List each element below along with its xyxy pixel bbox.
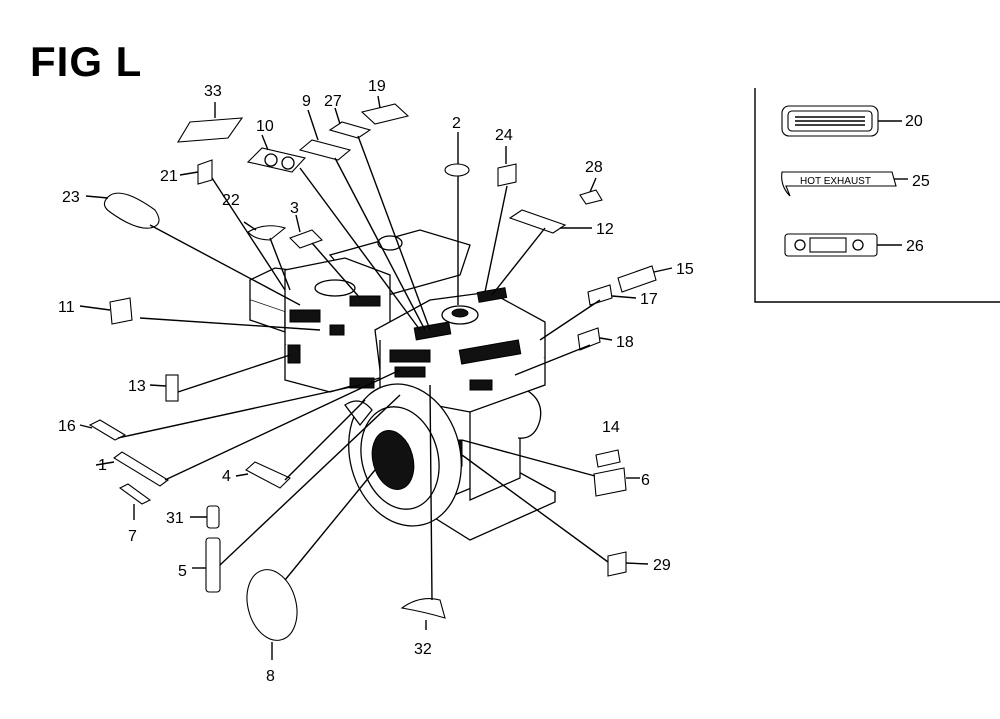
part-number-29: 29 bbox=[653, 557, 671, 574]
part-number-23: 23 bbox=[62, 189, 80, 206]
decal-19 bbox=[360, 103, 410, 125]
decal-31 bbox=[206, 505, 220, 529]
decal-32 bbox=[400, 598, 446, 619]
label-slot-front-3 bbox=[469, 379, 493, 391]
decal-27 bbox=[328, 121, 372, 139]
part-number-17: 17 bbox=[640, 291, 658, 308]
label-slot-left-side bbox=[287, 344, 301, 364]
part-number-27: 27 bbox=[324, 93, 342, 110]
decal-9 bbox=[298, 139, 352, 161]
part-number-24: 24 bbox=[495, 127, 513, 144]
decal-14 bbox=[595, 449, 621, 468]
inset-border bbox=[754, 88, 1000, 303]
decal-4 bbox=[245, 461, 291, 489]
decal-2 bbox=[444, 163, 470, 177]
part-number-5: 5 bbox=[178, 563, 187, 580]
decal-25 bbox=[781, 171, 897, 197]
oil-filler-cap bbox=[314, 279, 356, 297]
part-number-2: 2 bbox=[452, 115, 461, 132]
part-number-22: 22 bbox=[222, 192, 240, 209]
engine-top-cap-center bbox=[451, 308, 469, 318]
decal-5 bbox=[205, 537, 221, 593]
label-slot-left-front bbox=[289, 309, 321, 323]
decal-12 bbox=[508, 209, 567, 234]
part-number-21: 21 bbox=[160, 168, 178, 185]
part-number-12: 12 bbox=[596, 221, 614, 238]
label-slot-left-small bbox=[329, 324, 345, 336]
decal-6 bbox=[593, 467, 627, 497]
decal-8 bbox=[246, 569, 298, 641]
part-number-25: 25 bbox=[912, 173, 930, 190]
label-slot-front-4 bbox=[394, 366, 426, 378]
part-number-18: 18 bbox=[616, 334, 634, 351]
decal-26-icon-right bbox=[852, 239, 864, 251]
recoil-starter-center bbox=[371, 430, 415, 490]
decal-28 bbox=[579, 189, 603, 205]
decal-3 bbox=[289, 229, 323, 249]
decal-10-icon-a bbox=[264, 153, 278, 167]
part-number-1: 1 bbox=[98, 457, 107, 474]
part-number-28: 28 bbox=[585, 159, 603, 176]
decal-33 bbox=[176, 117, 244, 143]
decal-22 bbox=[247, 225, 287, 241]
part-number-13: 13 bbox=[128, 378, 146, 395]
engine-shaft-boss bbox=[514, 384, 542, 439]
decal-29 bbox=[607, 551, 627, 577]
decal-10-icon-b bbox=[281, 156, 295, 170]
label-slot-front-2 bbox=[458, 339, 522, 365]
decal-18 bbox=[577, 327, 601, 351]
part-number-15: 15 bbox=[676, 261, 694, 278]
part-number-11: 11 bbox=[58, 299, 75, 316]
decal-25-text: HOT EXHAUST bbox=[800, 176, 871, 187]
decal-21 bbox=[197, 159, 213, 185]
decal-23 bbox=[103, 192, 160, 229]
part-number-14: 14 bbox=[602, 419, 620, 436]
part-number-10: 10 bbox=[256, 118, 274, 135]
part-number-4: 4 bbox=[222, 468, 231, 485]
decal-15 bbox=[617, 265, 657, 293]
part-numbers: 1 2 3 4 5 6 7 8 9 10 11 12 13 14 15 16 1… bbox=[58, 78, 930, 685]
part-number-31: 31 bbox=[166, 510, 184, 527]
decal-16 bbox=[88, 419, 127, 441]
part-number-16: 16 bbox=[58, 418, 76, 435]
part-number-20: 20 bbox=[905, 113, 923, 130]
part-number-33: 33 bbox=[204, 83, 222, 100]
decal-1 bbox=[113, 451, 169, 487]
part-number-26: 26 bbox=[906, 238, 924, 255]
decal-11 bbox=[109, 297, 133, 325]
label-slot-top-left bbox=[349, 295, 381, 307]
part-number-3: 3 bbox=[290, 200, 299, 217]
decal-26-icon-left bbox=[794, 239, 806, 251]
leader-lines bbox=[79, 95, 673, 660]
part-number-7: 7 bbox=[128, 528, 137, 545]
part-number-6: 6 bbox=[641, 472, 650, 489]
figure-title: FIG L bbox=[30, 38, 143, 85]
part-number-8: 8 bbox=[266, 668, 275, 685]
decal-26-window bbox=[809, 237, 847, 253]
decal-17 bbox=[587, 284, 613, 306]
decal-13 bbox=[165, 374, 179, 402]
part-number-9: 9 bbox=[302, 93, 311, 110]
label-slot-front-1 bbox=[389, 349, 431, 363]
decal-shapes bbox=[88, 103, 657, 641]
part-number-19: 19 bbox=[368, 78, 386, 95]
inset-panel: HOT EXHAUST bbox=[754, 88, 1000, 303]
decal-7 bbox=[118, 483, 152, 505]
part-number-32: 32 bbox=[414, 641, 432, 658]
decal-24 bbox=[497, 163, 517, 187]
